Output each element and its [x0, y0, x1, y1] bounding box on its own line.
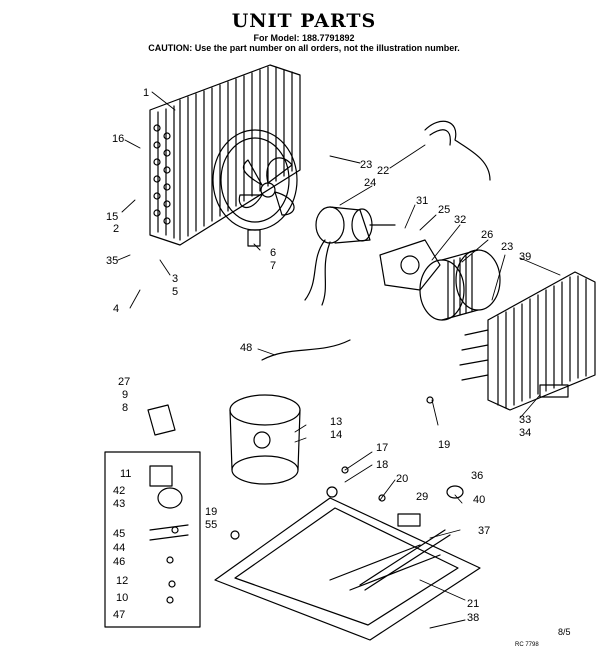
callout-34: 34 [519, 427, 532, 439]
callout-46: 46 [113, 556, 126, 568]
fan-motor [304, 206, 396, 306]
callout-6: 6 [270, 247, 277, 259]
overload-cover [149, 465, 173, 487]
callout-38: 38 [467, 612, 480, 624]
capacitor [157, 487, 183, 509]
callout-33: 33 [519, 414, 532, 426]
callout-35: 35 [106, 255, 119, 267]
page-title: UNIT PARTS [231, 10, 377, 32]
electrical-parts-box [104, 451, 201, 628]
callout-29: 29 [416, 491, 429, 503]
blower-wheel [419, 249, 501, 321]
callout-55: 55 [205, 519, 218, 531]
callout-8: 8 [122, 402, 129, 414]
callout-39: 39 [519, 251, 532, 263]
callout-18: 18 [376, 459, 389, 471]
callout-44: 44 [113, 542, 126, 554]
small-fasteners [166, 396, 434, 604]
callout-17: 17 [376, 442, 389, 454]
callout-21: 21 [467, 598, 480, 610]
callout-36: 36 [471, 470, 484, 482]
callout-45: 45 [113, 528, 126, 540]
callout-13: 13 [330, 416, 343, 428]
callout-37: 37 [478, 525, 491, 537]
drain-strip [359, 529, 451, 591]
callout-31: 31 [416, 195, 429, 207]
callout-43: 43 [113, 498, 126, 510]
callout-12: 12 [116, 575, 129, 587]
compressor [229, 394, 301, 485]
callout-2: 2 [113, 223, 120, 235]
bracket-29 [397, 513, 421, 527]
diagram-code: RC 7798 [515, 642, 539, 648]
overload-bracket [147, 404, 176, 436]
callout-48: 48 [240, 342, 253, 354]
callout-23b: 23 [501, 241, 514, 253]
callout-20: 20 [396, 473, 409, 485]
callout-47: 47 [113, 609, 126, 621]
evaporator-coil [459, 271, 596, 411]
callout-10: 10 [116, 592, 129, 604]
part-33 [539, 384, 569, 398]
page-number: 8/5 [558, 627, 571, 637]
fan-clip [247, 229, 261, 247]
wire-harness [261, 339, 351, 361]
callout-15: 15 [106, 211, 119, 223]
callout-3: 3 [172, 273, 179, 285]
base-pan [214, 497, 481, 641]
callout-1: 1 [143, 87, 150, 99]
callout-25: 25 [438, 204, 451, 216]
callout-40: 40 [473, 494, 486, 506]
callout-4: 4 [113, 303, 120, 315]
caution-note: CAUTION: Use the part number on all orde… [148, 43, 460, 53]
callout-32: 32 [454, 214, 467, 226]
grommet-36 [446, 485, 464, 499]
callout-5: 5 [172, 286, 179, 298]
callout-19: 19 [438, 439, 451, 451]
callout-22: 22 [377, 165, 390, 177]
callout-7: 7 [270, 260, 277, 272]
leader-lines [117, 91, 561, 629]
callout-42: 42 [113, 485, 126, 497]
callout-19b: 19 [205, 506, 218, 518]
callout-27: 27 [118, 376, 131, 388]
callout-14: 14 [330, 429, 343, 441]
callout-16: 16 [112, 133, 125, 145]
condenser-coil [149, 64, 301, 246]
callout-26: 26 [481, 229, 494, 241]
callout-23: 23 [360, 159, 373, 171]
capillary-tube [424, 120, 491, 181]
callout-9: 9 [122, 389, 129, 401]
model-line: For Model: 188.7791892 [253, 33, 355, 43]
motor-bracket [379, 239, 441, 291]
callout-24: 24 [364, 177, 377, 189]
callout-11: 11 [120, 468, 132, 480]
fan-blade-and-shroud [212, 129, 298, 231]
